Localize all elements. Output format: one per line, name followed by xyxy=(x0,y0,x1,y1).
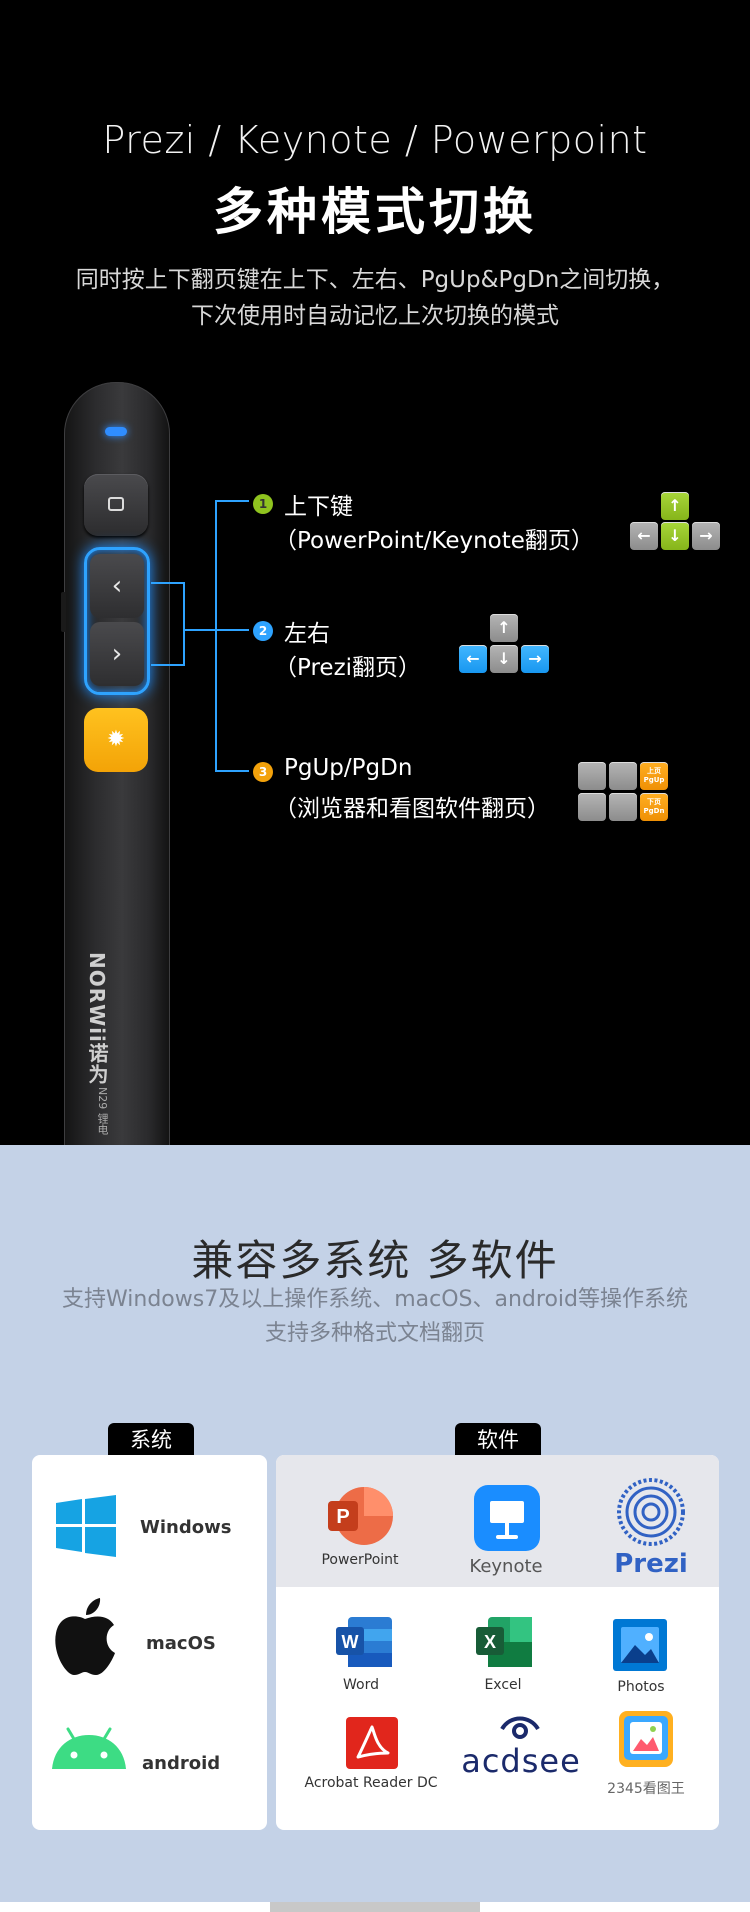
arrow-down-key: ↓ xyxy=(661,522,689,550)
app-label-2345: 2345看图王 xyxy=(607,1781,685,1797)
compat-title: 兼容多系统 多软件 xyxy=(191,1236,559,1285)
svg-text:X: X xyxy=(484,1632,496,1652)
chevron-right-icon: › xyxy=(111,639,123,669)
apple-icon xyxy=(55,1598,115,1675)
app-label-acrobat: Acrobat Reader DC xyxy=(304,1775,438,1791)
feature-subtitle: （Prezi翻页） xyxy=(274,655,422,681)
system-label-macos: macOS xyxy=(146,1633,216,1654)
system-label-android: android xyxy=(142,1753,221,1774)
feature-subtitle: （浏览器和看图软件翻页） xyxy=(274,796,550,822)
bracket-line xyxy=(185,629,215,631)
android-icon xyxy=(52,1727,126,1769)
excel-icon: X xyxy=(476,1617,532,1667)
screen-icon xyxy=(108,497,124,511)
arrow-down-key: ↓ xyxy=(490,645,518,673)
tab-software: 软件 xyxy=(455,1423,541,1457)
bracket-line xyxy=(215,500,217,772)
word-icon: W xyxy=(336,1617,392,1667)
photos-icon xyxy=(613,1619,667,1671)
bracket-line xyxy=(215,770,249,772)
section-description: 同时按上下翻页键在上下、左右、PgUp&PgDn之间切换， 下次使用时自动记忆上… xyxy=(75,267,675,329)
app-label-powerpoint: PowerPoint xyxy=(321,1552,399,1568)
bracket-line xyxy=(215,500,249,502)
laser-button: ✹ xyxy=(84,708,148,772)
side-switch xyxy=(61,592,66,632)
mode-switch-section: Prezi / Keynote / Powerpoint 多种模式切换 同时按上… xyxy=(61,118,720,1145)
screen-button xyxy=(84,474,148,536)
svg-text:P: P xyxy=(336,1506,349,1528)
model-label: N29 锂电 xyxy=(96,1087,109,1135)
software-panel: P PowerPoint Keynote Prezi W Word xyxy=(276,1455,719,1830)
feature-number: 3 xyxy=(253,762,273,782)
apps-subtitle: Prezi / Keynote / Powerpoint xyxy=(102,118,648,162)
status-led xyxy=(105,427,127,436)
blank-key xyxy=(609,762,637,790)
2345-viewer-icon xyxy=(619,1711,673,1767)
sun-icon: ✹ xyxy=(106,727,126,752)
prezi-icon xyxy=(617,1478,685,1546)
app-label-prezi: Prezi xyxy=(614,1549,688,1579)
compatibility-section: 兼容多系统 多软件 支持Windows7及以上操作系统、macOS、androi… xyxy=(0,1145,750,1912)
page-buttons-glow xyxy=(84,547,150,695)
system-panel: Windows macOS android xyxy=(32,1455,267,1830)
chevron-left-icon: ‹ xyxy=(111,571,123,601)
arrow-right-key: → xyxy=(692,522,720,550)
bracket-line xyxy=(151,664,183,666)
app-label-photos: Photos xyxy=(617,1679,665,1695)
app-label-word: Word xyxy=(343,1677,379,1693)
feature-title: PgUp/PgDn xyxy=(284,755,413,781)
keynote-icon xyxy=(474,1485,540,1551)
compat-description: 支持Windows7及以上操作系统、macOS、android等操作系统 支持多… xyxy=(62,1287,688,1346)
svg-text:W: W xyxy=(342,1632,359,1652)
windows-icon xyxy=(56,1495,116,1557)
bracket-line xyxy=(217,629,249,631)
blank-key xyxy=(609,793,637,821)
arrow-up-key: ↑ xyxy=(490,614,518,642)
feature-number: 1 xyxy=(253,494,273,514)
page-down-button: › xyxy=(90,622,144,686)
bracket-line xyxy=(151,582,183,584)
page-up-button: ‹ xyxy=(90,554,144,618)
presenter-remote: ‹ › ✹ NORWii诺为 N29 锂电 xyxy=(61,382,170,1145)
blank-key xyxy=(578,762,606,790)
arrow-left-key: ← xyxy=(630,522,658,550)
bottom-strip xyxy=(0,1902,750,1912)
feature-title: 上下键 xyxy=(284,494,353,520)
acrobat-icon xyxy=(346,1717,398,1769)
feature-number: 2 xyxy=(253,621,273,641)
brand-logo: NORWii诺为 xyxy=(85,952,109,1085)
app-label-excel: Excel xyxy=(484,1677,522,1693)
arrow-up-key: ↑ xyxy=(661,492,689,520)
arrow-right-key: → xyxy=(521,645,549,673)
powerpoint-icon: P xyxy=(328,1487,393,1545)
feature-title: 左右 xyxy=(284,621,330,647)
tab-system: 系统 xyxy=(108,1423,194,1457)
feature-subtitle: （PowerPoint/Keynote翻页） xyxy=(274,528,594,554)
app-label-keynote: Keynote xyxy=(469,1556,543,1577)
blank-key xyxy=(578,793,606,821)
section-title: 多种模式切换 xyxy=(213,183,537,241)
arrow-left-key: ← xyxy=(459,645,487,673)
acdsee-icon xyxy=(500,1716,540,1739)
system-label-windows: Windows xyxy=(140,1517,232,1538)
app-label-acdsee: acdsee xyxy=(461,1742,581,1780)
bracket-line xyxy=(183,582,185,666)
